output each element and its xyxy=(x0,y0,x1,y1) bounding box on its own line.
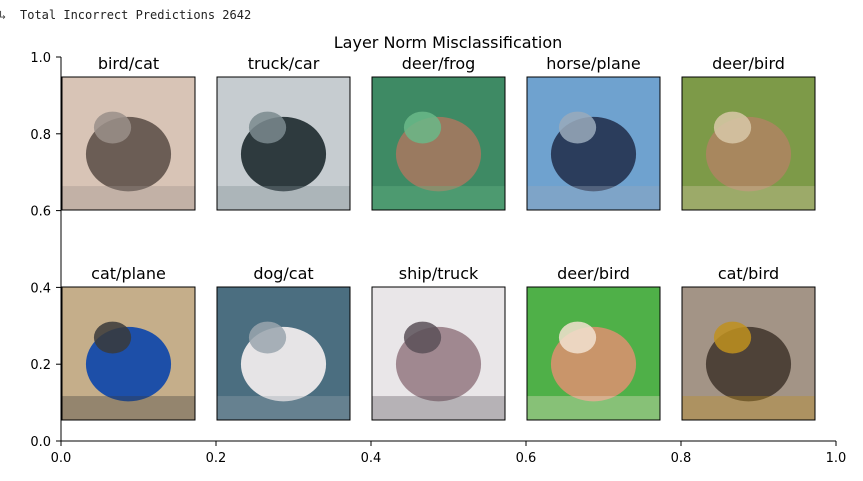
x-tick-label: 0.0 xyxy=(51,451,72,466)
horse-photo-icon xyxy=(527,77,660,210)
truck-photo-icon xyxy=(217,77,350,210)
y-tick-label: 1.0 xyxy=(30,51,51,66)
x-tick-label: 0.4 xyxy=(361,451,382,466)
thumbnail-title: dog/cat xyxy=(253,264,313,283)
thumbnail-title: cat/plane xyxy=(91,264,166,283)
cell-output: ↳ Total Incorrect Predictions 2642 xyxy=(0,4,400,26)
y-tick-label: 0.2 xyxy=(30,358,51,373)
y-tick-label: 0.6 xyxy=(30,205,51,220)
thumbnail-title: cat/bird xyxy=(718,264,779,283)
thumbnail-frame xyxy=(216,286,351,421)
x-axis-ticks: 0.0 0.2 0.4 0.6 0.8 1.0 xyxy=(51,441,847,466)
thumbnail: cat/plane xyxy=(61,264,196,421)
thumbnail: bird/cat xyxy=(61,54,196,211)
cat-photo-icon xyxy=(682,287,815,420)
thumbnail-title: horse/plane xyxy=(546,54,640,73)
thumbnail-grid: bird/cat truck/car deer/frog horse/plane dee… xyxy=(61,54,816,421)
thumbnail: dog/cat xyxy=(216,264,351,421)
thumbnail-title: deer/bird xyxy=(557,264,630,283)
thumbnail-title: deer/frog xyxy=(402,54,476,73)
thumbnail: deer/bird xyxy=(526,264,661,421)
deer-photo-icon xyxy=(527,287,660,420)
deer-photo-icon xyxy=(372,77,505,210)
thumbnail-frame xyxy=(371,76,506,211)
thumbnail-frame xyxy=(61,286,196,421)
y-tick-label: 0.4 xyxy=(30,281,51,296)
output-text: Total Incorrect Predictions 2642 xyxy=(20,8,252,22)
thumbnail: ship/truck xyxy=(371,264,506,421)
thumbnail-frame xyxy=(526,286,661,421)
thumbnail-frame xyxy=(371,286,506,421)
y-axis-ticks: 0.0 0.2 0.4 0.6 0.8 1.0 xyxy=(30,51,61,450)
thumbnail: horse/plane xyxy=(526,54,661,211)
thumbnail: truck/car xyxy=(216,54,351,211)
figure-title: Layer Norm Misclassification xyxy=(334,33,563,52)
thumbnail-frame xyxy=(681,76,816,211)
ship-photo-icon xyxy=(372,287,505,420)
x-tick-label: 0.8 xyxy=(671,451,692,466)
thumbnail: deer/frog xyxy=(371,54,506,211)
x-tick-label: 0.6 xyxy=(516,451,537,466)
thumbnail-title: bird/cat xyxy=(98,54,159,73)
y-tick-label: 0.0 xyxy=(30,435,51,450)
dog-photo-icon xyxy=(217,287,350,420)
thumbnail-title: ship/truck xyxy=(399,264,479,283)
thumbnail: cat/bird xyxy=(681,264,816,421)
thumbnail-frame xyxy=(61,76,196,211)
deer-photo-icon xyxy=(682,77,815,210)
axes xyxy=(60,57,836,442)
thumbnail-frame xyxy=(526,76,661,211)
thumbnail-frame xyxy=(216,76,351,211)
y-tick-label: 0.8 xyxy=(30,128,51,143)
x-tick-label: 1.0 xyxy=(826,451,847,466)
thumbnail: deer/bird xyxy=(681,54,816,211)
thumbnail-title: deer/bird xyxy=(712,54,785,73)
output-arrow-icon[interactable]: ↳ xyxy=(0,8,7,22)
x-tick-label: 0.2 xyxy=(206,451,227,466)
thumbnail-frame xyxy=(681,286,816,421)
cat-photo-icon xyxy=(62,287,195,420)
bird-photo-icon xyxy=(62,77,195,210)
thumbnail-title: truck/car xyxy=(248,54,320,73)
